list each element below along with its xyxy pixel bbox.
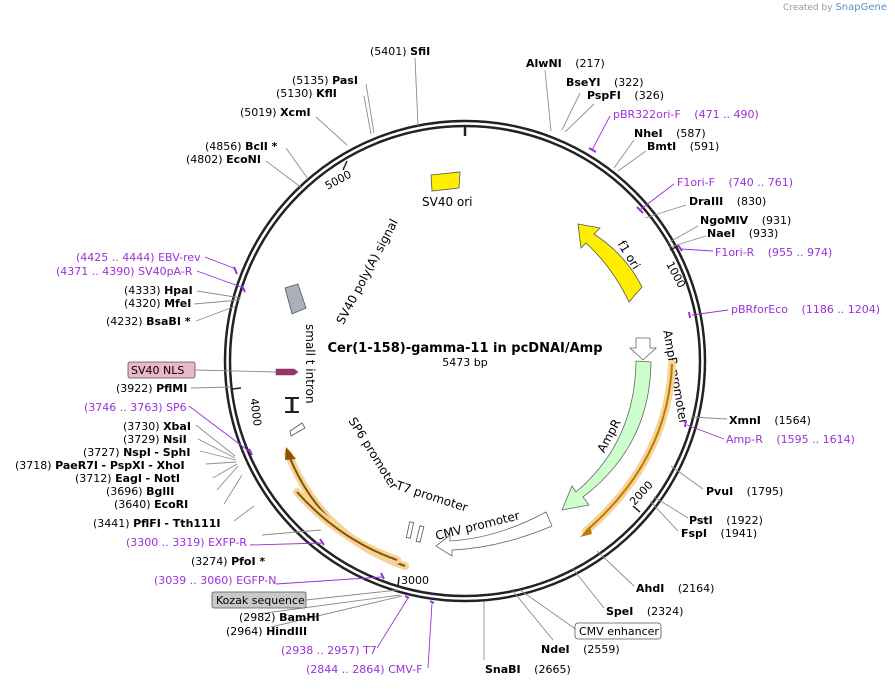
svg-text:AhdI (2164): AhdI (2164) bbox=[636, 582, 714, 595]
tick-3000: 3000 bbox=[397, 574, 429, 588]
svg-text:(3274) PfoI *: (3274) PfoI * bbox=[191, 555, 265, 568]
svg-text:(3300 .. 3319) EXFP-R: (3300 .. 3319) EXFP-R bbox=[126, 536, 247, 549]
svg-text:SnaBI (2665): SnaBI (2665) bbox=[485, 663, 571, 676]
svg-text:(5135) PasI: (5135) PasI bbox=[292, 74, 358, 87]
svg-text:(3727) NspI - SphI: (3727) NspI - SphI bbox=[83, 446, 190, 459]
svg-text:(3039 .. 3060) EGFP-N: (3039 .. 3060) EGFP-N bbox=[154, 574, 276, 587]
svg-text:PstI (1922): PstI (1922) bbox=[689, 514, 763, 527]
svg-text:(5401) SfiI: (5401) SfiI bbox=[370, 45, 430, 58]
svg-text:(4425 .. 4444) EBV-rev: (4425 .. 4444) EBV-rev bbox=[76, 251, 201, 264]
primer-marks bbox=[233, 147, 691, 604]
svg-text:(3730) XbaI: (3730) XbaI bbox=[123, 420, 191, 433]
egfp-orf-highlight-2 bbox=[293, 488, 401, 564]
svg-text:(2982) BamHI: (2982) BamHI bbox=[239, 611, 320, 624]
backbone-outer-ring bbox=[223, 119, 707, 603]
sv40-ori-feature: SV40 ori bbox=[422, 171, 473, 209]
svg-text:(4320) MfeI: (4320) MfeI bbox=[124, 297, 191, 310]
svg-text:pBRforEco (1186 .. 1204): pBRforEco (1186 .. 1204) bbox=[731, 303, 880, 316]
svg-text:SP6 promoter: SP6 promoter bbox=[346, 415, 401, 492]
site-labels: (5401) SfiI AlwNI (217) BseYI (322) PspF… bbox=[15, 45, 811, 676]
sv40-polya-feature: SV40 poly(A) signal bbox=[284, 217, 401, 327]
svg-text:NheI (587): NheI (587) bbox=[634, 127, 706, 140]
svg-text:F1ori-R (955 .. 974): F1ori-R (955 .. 974) bbox=[715, 246, 832, 259]
svg-text:3000: 3000 bbox=[401, 574, 429, 587]
svg-text:(2844 .. 2864) CMV-F: (2844 .. 2864) CMV-F bbox=[306, 663, 422, 676]
svg-text:Amp-R (1595 .. 1614): Amp-R (1595 .. 1614) bbox=[726, 433, 855, 446]
svg-text:(5019) XcmI: (5019) XcmI bbox=[240, 106, 311, 119]
svg-text:BmtI (591): BmtI (591) bbox=[647, 140, 719, 153]
svg-text:XmnI (1564): XmnI (1564) bbox=[729, 414, 811, 427]
svg-text:(4802) EcoNI: (4802) EcoNI bbox=[186, 153, 261, 166]
svg-text:(3441) PflFI - Tth111I: (3441) PflFI - Tth111I bbox=[93, 517, 220, 530]
svg-text:Kozak sequence: Kozak sequence bbox=[216, 594, 305, 607]
map-title: Cer(1-158)-gamma-11 in pcDNAI/Amp bbox=[327, 341, 602, 356]
svg-text:CMV enhancer: CMV enhancer bbox=[579, 625, 659, 638]
svg-text:(3696) BglII: (3696) BglII bbox=[106, 485, 174, 498]
svg-text:PvuI (1795): PvuI (1795) bbox=[706, 485, 783, 498]
svg-text:NaeI (933): NaeI (933) bbox=[707, 227, 778, 240]
svg-text:(4856) BclI *: (4856) BclI * bbox=[205, 140, 278, 153]
svg-text:(3640) EcoRI: (3640) EcoRI bbox=[114, 498, 188, 511]
map-size: 5473 bp bbox=[442, 356, 487, 369]
svg-text:NdeI (2559): NdeI (2559) bbox=[541, 643, 620, 656]
svg-text:SV40 ori: SV40 ori bbox=[422, 195, 473, 209]
tick-1000: 1000 bbox=[663, 245, 688, 290]
sp6-promoter-feature: SP6 promoter bbox=[289, 415, 401, 492]
svg-text:NgoMIV (931): NgoMIV (931) bbox=[700, 214, 791, 227]
kozak-sequence-box: Kozak sequence bbox=[211, 589, 399, 609]
svg-text:pBR322ori-F (471 .. 490): pBR322ori-F (471 .. 490) bbox=[613, 108, 759, 121]
small-t-intron-feature: small t intron bbox=[285, 324, 317, 413]
snapgene-logo-icon: SnapGene bbox=[835, 2, 887, 13]
site-leader-lines bbox=[190, 57, 728, 660]
svg-text:(5130) KflI: (5130) KflI bbox=[276, 87, 337, 100]
svg-text:(4232) BsaBI *: (4232) BsaBI * bbox=[106, 315, 191, 328]
primer-labels: pBR322ori-F (471 .. 490) F1ori-F (740 ..… bbox=[56, 108, 880, 676]
svg-text:small t intron: small t intron bbox=[303, 324, 317, 404]
tick-4000: 4000 bbox=[231, 387, 264, 427]
svg-text:DraIII (830): DraIII (830) bbox=[689, 195, 766, 208]
sv40-nls-mark bbox=[275, 368, 299, 376]
svg-text:(2964) HindIII: (2964) HindIII bbox=[226, 625, 307, 638]
svg-text:(3746 .. 3763) SP6: (3746 .. 3763) SP6 bbox=[84, 401, 187, 414]
svg-text:(3729) NsiI: (3729) NsiI bbox=[123, 433, 187, 446]
svg-text:SV40 poly(A) signal: SV40 poly(A) signal bbox=[334, 217, 401, 327]
t7-small-mark bbox=[405, 521, 415, 539]
ampr-orf-highlight bbox=[580, 360, 676, 537]
snapgene-watermark: Created by SnapGene bbox=[783, 2, 887, 13]
svg-text:(3712) EagI - NotI: (3712) EagI - NotI bbox=[75, 472, 180, 485]
svg-text:(4333) HpaI: (4333) HpaI bbox=[124, 284, 193, 297]
sv40-nls-box: SV40 NLS bbox=[127, 361, 277, 379]
cmv-promoter-feature: CMV promoter bbox=[434, 508, 553, 557]
svg-text:SV40 NLS: SV40 NLS bbox=[131, 364, 184, 377]
svg-text:PspFI (326): PspFI (326) bbox=[587, 89, 664, 102]
svg-text:FspI (1941): FspI (1941) bbox=[681, 527, 757, 540]
svg-text:(3922) PflMI: (3922) PflMI bbox=[116, 382, 187, 395]
svg-text:(3718) PaeR7I - PspXI - XhoI: (3718) PaeR7I - PspXI - XhoI bbox=[15, 459, 185, 472]
cmv-enhancer-box: CMV enhancer bbox=[574, 622, 662, 640]
svg-text:4000: 4000 bbox=[247, 397, 263, 426]
f1-ori-feature: f1 ori bbox=[577, 223, 643, 303]
svg-text:BseYI (322): BseYI (322) bbox=[566, 76, 644, 89]
svg-text:(2938 .. 2957) T7: (2938 .. 2957) T7 bbox=[281, 644, 377, 657]
svg-text:F1ori-F (740 .. 761): F1ori-F (740 .. 761) bbox=[677, 176, 793, 189]
svg-text:T7 promoter: T7 promoter bbox=[393, 478, 469, 515]
svg-text:AlwNI (217): AlwNI (217) bbox=[526, 57, 605, 70]
primer-leader-lines bbox=[188, 115, 729, 669]
svg-text:(4371 .. 4390) SV40pA-R: (4371 .. 4390) SV40pA-R bbox=[56, 265, 193, 278]
svg-text:SpeI (2324): SpeI (2324) bbox=[606, 605, 683, 618]
